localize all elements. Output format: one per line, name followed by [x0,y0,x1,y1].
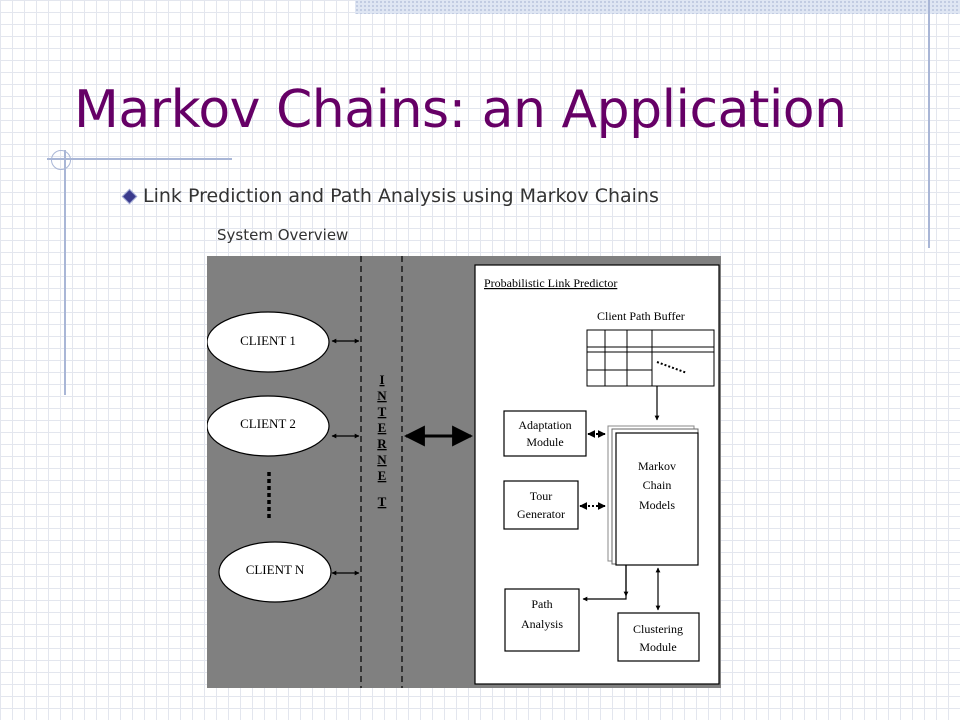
diamond-bullet-icon [121,188,138,204]
predictor-title: Probabilistic Link Predictor [484,276,617,290]
client-n-label: CLIENT N [246,562,305,577]
internet-letter: E [378,468,387,483]
client-n-node [218,541,332,603]
markov-models-line-1: Markov [638,459,676,473]
markov-chain-models-box [615,432,699,566]
internet-letter: E [378,420,387,435]
right-accent-line [928,0,930,248]
path-analysis-box [504,588,580,652]
adaptation-module-line-1: Adaptation [518,418,571,432]
markov-models-line-3: Models [639,498,675,512]
tour-generator-box [503,480,579,530]
bullet-item: Link Prediction and Path Analysis using … [121,185,659,207]
slide-title: Markov Chains: an Application [74,80,847,140]
left-accent-line [64,150,66,395]
internet-letter: N [377,452,387,467]
client-2-label: CLIENT 2 [240,416,296,431]
internet-letter: T [378,494,387,509]
path-analysis-line-1: Path [531,597,552,611]
markov-models-line-2: Chain [643,478,672,492]
internet-letter: T [378,404,387,419]
bullet-text: Link Prediction and Path Analysis using … [143,185,659,207]
tour-generator-line-2: Generator [517,507,565,521]
adaptation-module-line-2: Module [526,435,563,449]
clustering-module-line-1: Clustering [633,622,683,636]
internet-letter: I [379,372,384,387]
adaptation-module-box [503,410,587,457]
client-path-buffer-label: Client Path Buffer [597,309,685,323]
title-underline [47,158,232,160]
path-analysis-line-2: Analysis [521,617,563,631]
client-1-label: CLIENT 1 [240,333,296,348]
client-path-buffer-table [586,329,715,387]
crosshair-ornament [51,150,71,170]
internet-letter: R [377,436,387,451]
clustering-module-line-2: Module [639,640,676,654]
system-overview-label: System Overview [217,226,349,244]
tour-generator-line-1: Tour [530,489,553,503]
internet-label: I N T E R N E T [377,372,387,509]
internet-letter: N [377,388,387,403]
client-2-node [206,395,330,457]
clustering-module-box [617,612,700,662]
system-overview-diagram: I N T E R N E T CLIENT 1 CLIENT 2 CLIENT… [206,256,721,688]
header-band [355,0,960,14]
client-1-node [206,311,330,373]
